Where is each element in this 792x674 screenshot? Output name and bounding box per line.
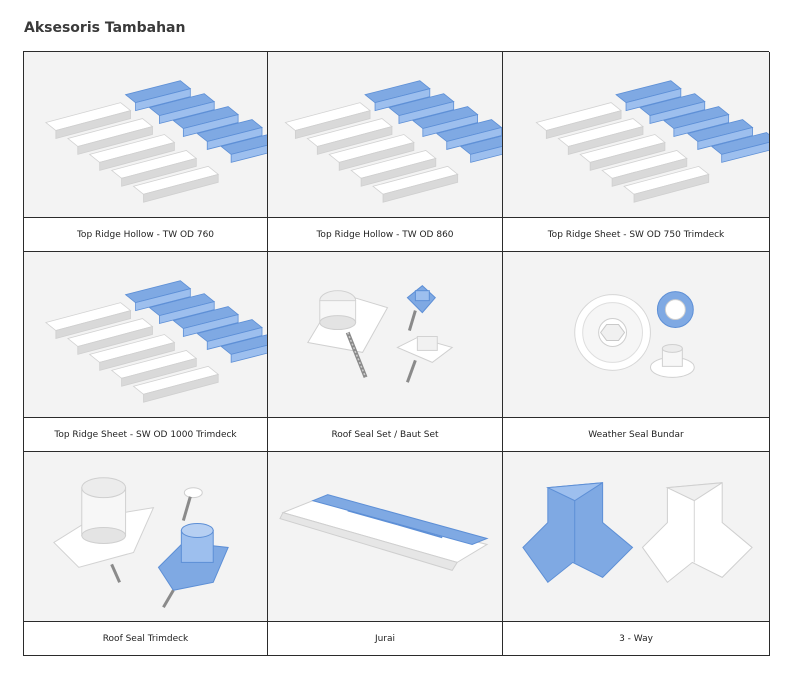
weather-seal-icon — [574, 291, 695, 378]
product-label[interactable]: Roof Seal Set / Baut Set — [268, 418, 502, 451]
product-image[interactable] — [268, 252, 502, 418]
product-card[interactable]: Top Ridge Hollow - TW OD 860 — [268, 52, 503, 252]
product-image[interactable] — [24, 252, 267, 418]
jurai-icon — [279, 494, 489, 571]
product-card[interactable]: Jurai — [268, 452, 503, 656]
product-label[interactable]: Weather Seal Bundar — [503, 418, 769, 451]
product-image[interactable] — [503, 452, 769, 622]
ridge-sheet-icon — [45, 80, 267, 203]
section-title: Aksesoris Tambahan — [24, 20, 186, 36]
product-image[interactable] — [268, 52, 502, 218]
ridge-sheet-icon — [535, 80, 769, 203]
roof-seal-set-icon — [307, 285, 454, 383]
ridge-sheet-icon — [284, 80, 502, 203]
product-card[interactable]: Roof Seal Set / Baut Set — [268, 252, 503, 452]
product-image[interactable] — [503, 52, 769, 218]
product-card[interactable]: Roof Seal Trimdeck — [24, 452, 268, 656]
product-card[interactable]: Weather Seal Bundar — [503, 252, 770, 452]
product-label[interactable]: Top Ridge Hollow - TW OD 860 — [268, 218, 502, 251]
ridge-sheet-icon — [45, 280, 267, 403]
product-label[interactable]: Top Ridge Sheet - SW OD 750 Trimdeck — [503, 218, 769, 251]
product-label[interactable]: Top Ridge Sheet - SW OD 1000 Trimdeck — [24, 418, 267, 451]
product-label[interactable]: Top Ridge Hollow - TW OD 760 — [24, 218, 267, 251]
product-image[interactable] — [503, 252, 769, 418]
product-image[interactable] — [24, 452, 267, 622]
product-label[interactable]: Roof Seal Trimdeck — [24, 622, 267, 655]
product-card[interactable]: Top Ridge Sheet - SW OD 750 Trimdeck — [503, 52, 770, 252]
product-label[interactable]: Jurai — [268, 622, 502, 655]
three-way-icon — [522, 482, 753, 584]
product-image[interactable] — [268, 452, 502, 622]
roof-seal-trimdeck-icon — [53, 477, 229, 608]
product-card[interactable]: Top Ridge Sheet - SW OD 1000 Trimdeck — [24, 252, 268, 452]
product-image[interactable] — [24, 52, 267, 218]
product-label[interactable]: 3 - Way — [503, 622, 769, 655]
product-card[interactable]: 3 - Way — [503, 452, 770, 656]
product-card[interactable]: Top Ridge Hollow - TW OD 760 — [24, 52, 268, 252]
product-grid: Top Ridge Hollow - TW OD 760 Top Ridge H… — [23, 51, 770, 656]
